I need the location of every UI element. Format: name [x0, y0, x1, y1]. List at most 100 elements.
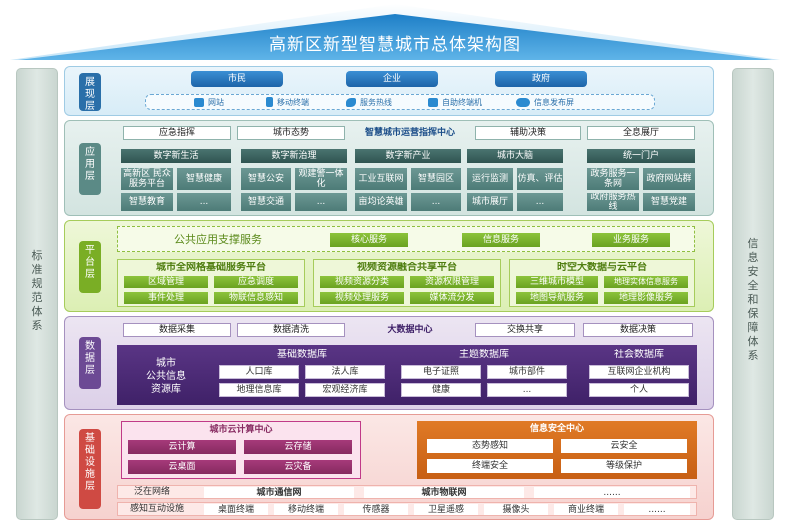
network-item: ......: [534, 487, 690, 498]
public-resource-box: 城市 公共信息 资源库 基础数据库 人口库 法人库 地理信息库 宏观经济库 主题…: [117, 345, 697, 405]
cloud-title: 城市云计算中心: [209, 425, 273, 435]
app-top-item: 辅助决策: [475, 126, 581, 140]
cloud-item: 云灾备: [244, 460, 352, 474]
platform-group-title: 城市全网格基础服务平台: [156, 262, 266, 273]
db-item: 健康: [401, 383, 481, 397]
db-item: 电子证照: [401, 365, 481, 379]
page-title: 高新区新型智慧城市总体架构图: [269, 35, 521, 55]
platform-group-title: 视频资源融合共享平台: [357, 262, 457, 273]
channel-label: 服务热线: [360, 97, 392, 107]
standards-pillar-label: 标准规范体系: [31, 249, 43, 332]
app-cell: 智慧交通: [241, 193, 291, 211]
data-top-center: 大数据中心: [387, 325, 433, 335]
app-top-item: 应急指挥: [123, 126, 231, 140]
app-cell: 工业互联网: [355, 168, 407, 190]
app-cell: ...: [177, 193, 231, 211]
channel-website: 网站: [194, 95, 224, 109]
social-database: 社会数据库 互联网企业机构 个人: [587, 349, 691, 401]
data-top-item: 数据采集: [123, 323, 231, 337]
channel-label: 移动终端: [277, 97, 309, 107]
app-cell: 政务服务一条网: [587, 168, 639, 190]
app-cell: 政府服务热线: [587, 193, 639, 211]
db-item: 人口库: [219, 365, 299, 379]
db-item: 宏观经济库: [305, 383, 385, 397]
platform-item: 事件处理: [124, 292, 208, 304]
sensing-row: 感知互动设施 桌面终端 移动终端 传感器 卫星遥感 摄像头 商业终端 .....…: [117, 502, 697, 516]
telephone-icon: [346, 97, 356, 107]
sensing-item: 传感器: [344, 504, 408, 515]
app-cell: 城市展厅: [467, 193, 513, 211]
channel-kiosk: 自助终端机: [428, 95, 482, 109]
platform-item: 视频处理服务: [320, 292, 404, 304]
sensing-item: ......: [624, 504, 690, 515]
standards-pillar: 标准规范体系: [16, 68, 58, 520]
public-support-title: 公共应用支撑服务: [174, 233, 262, 246]
infrastructure-layer-tag: 基础设施层: [79, 429, 101, 509]
platform-item: 地理实体信息服务: [604, 276, 688, 288]
platform-item: 三维城市模型: [516, 276, 598, 288]
cloud-item: 云计算: [128, 440, 236, 454]
app-cell: 高新区 民众服务平台: [121, 168, 173, 190]
sensing-item: 卫星遥感: [414, 504, 478, 515]
platform-item: 地图导航服务: [516, 292, 598, 304]
network-row: 泛在网络 城市通信网 城市物联网 ......: [117, 485, 697, 499]
sensing-item: 桌面终端: [204, 504, 268, 515]
security-pillar-label: 信息安全和保障体系: [747, 237, 759, 362]
channel-label: 网站: [208, 97, 224, 107]
base-database: 基础数据库 人口库 法人库 地理信息库 宏观经济库: [217, 349, 387, 401]
app-category: 数字新治理: [241, 149, 347, 163]
app-cell: ...: [295, 193, 347, 211]
app-category: 城市大脑: [467, 149, 563, 163]
app-category: 数字新产业: [355, 149, 461, 163]
platform-layer: 平台层 公共应用支撑服务 核心服务 信息服务 业务服务 城市全网格基础服务平台 …: [64, 220, 714, 312]
security-center: 信息安全中心 态势感知 云安全 终端安全 等级保护: [417, 421, 697, 479]
platform-item: 视频资源分类: [320, 276, 404, 288]
channel-mobile: 移动终端: [266, 95, 309, 109]
channel-hotline: 服务热线: [346, 95, 392, 109]
db-item: 城市部件: [487, 365, 567, 379]
public-service: 信息服务: [462, 233, 540, 247]
public-support-box: 公共应用支撑服务 核心服务 信息服务 业务服务: [117, 226, 695, 252]
sensing-item: 摄像头: [484, 504, 548, 515]
app-cell: 智慧教育: [121, 193, 173, 211]
cloud-computing-center: 城市云计算中心 云计算 云存储 云桌面 云灾备: [121, 421, 361, 479]
db-item: ...: [487, 383, 567, 397]
security-item: 云安全: [561, 439, 687, 453]
data-layer-tag: 数据层: [79, 337, 101, 389]
resource-title: 城市 公共信息 资源库: [146, 357, 186, 395]
app-cell: 智慧党建: [643, 193, 695, 211]
presentation-layer-tag: 展现层: [79, 73, 101, 112]
app-top-item: 全息展厅: [587, 126, 695, 140]
security-pillar: 信息安全和保障体系: [732, 68, 774, 520]
app-cell: 运行监测: [467, 168, 513, 190]
security-title: 信息安全中心: [529, 424, 584, 434]
application-layer: 应用层 应急指挥 城市态势 智慧城市运营指挥中心 辅助决策 全息展厅 数字新生活…: [64, 120, 714, 216]
app-cell: 智慧园区: [411, 168, 461, 190]
db-item: 互联网企业机构: [589, 365, 689, 379]
terminal-icon: [428, 97, 438, 107]
grid-service-platform: 城市全网格基础服务平台 区域管理 应急调度 事件处理 物联信息感知: [117, 259, 305, 307]
db-item: 地理信息库: [219, 383, 299, 397]
app-cell: 亩均论英雄: [355, 193, 407, 211]
data-top-item: 交换共享: [475, 323, 575, 337]
db-title: 主题数据库: [459, 349, 509, 360]
channel-label: 信息发布屏: [534, 97, 574, 107]
sensing-label: 感知互动设施: [129, 504, 184, 514]
application-layer-tag: 应用层: [79, 143, 101, 195]
platform-group-title: 时空大数据与云平台: [557, 262, 647, 273]
network-item: 城市物联网: [364, 487, 524, 498]
app-cell: ...: [517, 193, 563, 211]
channel-row: 网站 移动终端 服务热线 自助终端机 信息发布屏: [145, 94, 655, 110]
roof-banner: [10, 4, 780, 60]
app-cell: ...: [411, 193, 461, 211]
phone-icon: [266, 97, 273, 107]
app-category: 数字新生活: [121, 149, 231, 163]
public-service: 业务服务: [592, 233, 670, 247]
platform-item: 区域管理: [124, 276, 208, 288]
db-title: 基础数据库: [277, 349, 327, 360]
presentation-layer: 展现层 市民 企业 政府 网站 移动终端 服务热线 自助终端机 信息发布屏: [64, 66, 714, 116]
user-citizen: 市民: [191, 71, 283, 87]
data-layer: 数据层 数据采集 数据清洗 大数据中心 交换共享 数据决策 城市 公共信息 资源…: [64, 316, 714, 410]
db-title: 社会数据库: [614, 349, 664, 360]
platform-item: 物联信息感知: [214, 292, 298, 304]
